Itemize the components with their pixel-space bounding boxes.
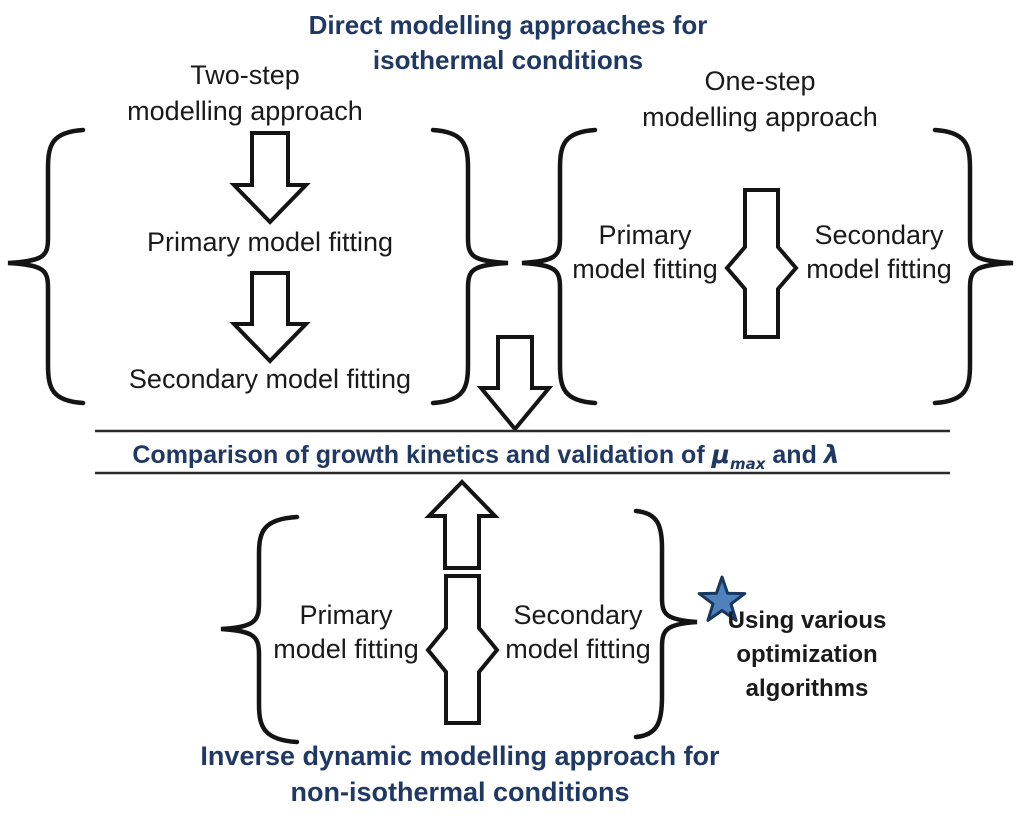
one-step-title-line2: modelling approach: [642, 102, 878, 132]
left-right-arrow-bar-icon: [724, 188, 799, 339]
up-arrow-icon: [424, 479, 500, 570]
inverse-right-brace: [633, 508, 698, 740]
two-step-secondary-label: Secondary model fitting: [128, 364, 412, 394]
one-step-secondary-fitting: Secondary model fitting: [806, 218, 952, 286]
right-outer-brace: [932, 127, 1014, 406]
inverse-primary-line2: model fitting: [273, 634, 419, 664]
inverse-secondary-line1: Secondary: [513, 600, 643, 630]
two-step-primary-fitting: Primary model fitting: [147, 224, 393, 260]
optimization-note-line3: algorithms: [745, 675, 869, 702]
down-arrow-icon: [229, 271, 311, 364]
left-right-arrow-bar-icon: [425, 574, 500, 725]
two-step-title: Two-step modelling approach: [127, 57, 363, 129]
bottom-title-line2: non-isothermal conditions: [290, 777, 630, 807]
one-step-left-brace: [521, 127, 598, 406]
one-step-secondary-line1: Secondary: [814, 220, 944, 250]
comparison-statement: Comparison of growth kinetics and valida…: [132, 438, 839, 474]
top-title-line1: Direct modelling approaches for: [308, 10, 708, 40]
comparison-and: and: [772, 441, 817, 469]
bottom-title: Inverse dynamic modelling approach for n…: [200, 738, 719, 810]
two-step-secondary-fitting: Secondary model fitting: [129, 361, 411, 397]
two-step-title-line1: Two-step: [190, 60, 300, 90]
inverse-left-brace: [220, 514, 300, 745]
lambda-symbol: λ: [823, 440, 840, 469]
mu-subscript: max: [730, 455, 766, 473]
down-arrow-icon: [476, 335, 554, 433]
optimization-note: Using various optimization algorithms: [728, 604, 887, 706]
comparison-prefix: Comparison of growth kinetics and valida…: [132, 441, 705, 469]
one-step-title-line1: One-step: [704, 66, 816, 96]
two-step-right-brace: [430, 127, 509, 406]
inverse-primary-fitting: Primary model fitting: [273, 598, 419, 666]
top-title-line2: isothermal conditions: [372, 45, 644, 75]
left-outer-brace: [7, 127, 86, 406]
inverse-secondary-fitting: Secondary model fitting: [505, 598, 651, 666]
top-title: Direct modelling approaches for isotherm…: [309, 8, 708, 78]
inverse-primary-line1: Primary: [299, 600, 393, 630]
one-step-secondary-line2: model fitting: [806, 254, 952, 284]
one-step-primary-line2: model fitting: [572, 254, 718, 284]
down-arrow-icon: [229, 131, 311, 225]
star-icon: [697, 575, 747, 622]
one-step-primary-fitting: Primary model fitting: [572, 218, 718, 286]
optimization-note-line2: optimization: [736, 641, 878, 668]
bottom-title-line1: Inverse dynamic modelling approach for: [200, 741, 720, 771]
two-step-primary-label: Primary model fitting: [146, 227, 394, 257]
two-step-title-line2: modelling approach: [127, 96, 363, 126]
mu-symbol: μ: [711, 440, 730, 469]
one-step-primary-line1: Primary: [598, 220, 692, 250]
one-step-title: One-step modelling approach: [642, 63, 878, 135]
optimization-note-line1: Using various: [727, 607, 887, 634]
inverse-secondary-line2: model fitting: [505, 634, 651, 664]
